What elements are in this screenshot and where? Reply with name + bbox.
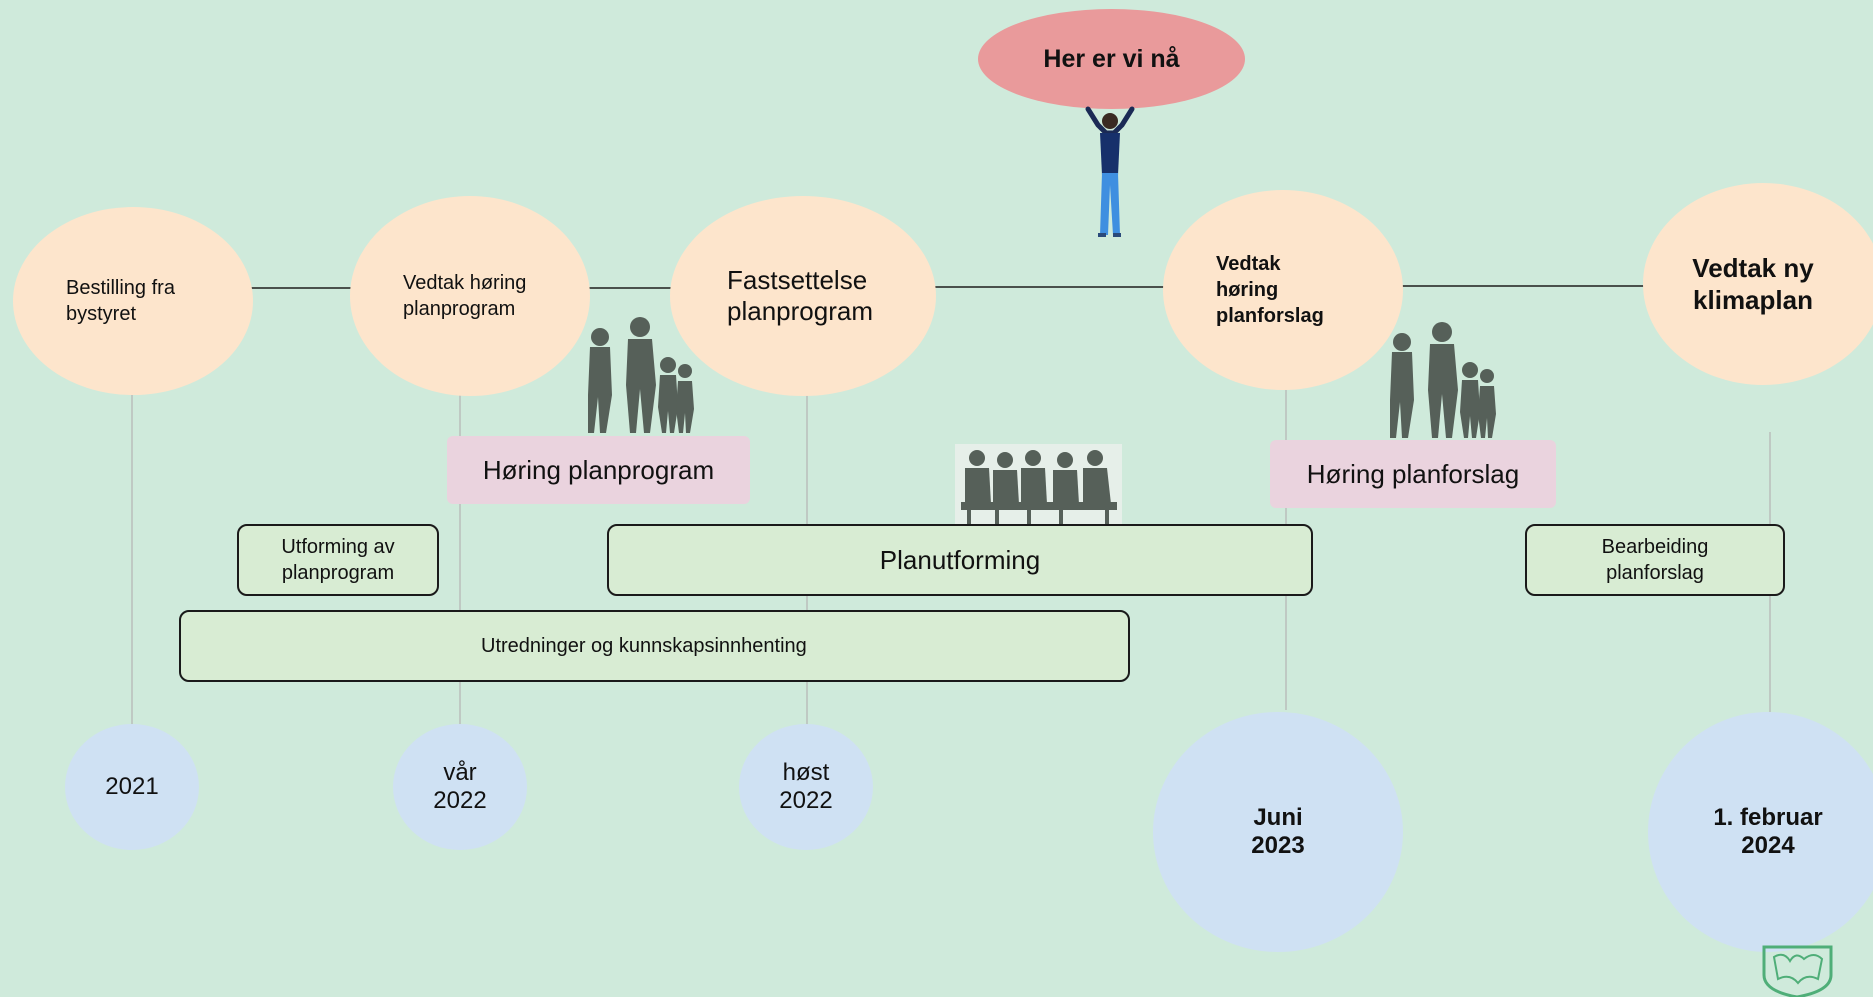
milestone-fastsettelse: Fastsettelse planprogram — [670, 196, 936, 396]
date-label: høst 2022 — [779, 759, 833, 814]
milestone-vedtak-klimaplan: Vedtak ny klimaplan — [1643, 183, 1873, 385]
phase-planutforming: Planutforming — [607, 524, 1313, 596]
timeline-segment — [935, 286, 1165, 288]
person-holding-sign-icon — [1085, 106, 1135, 237]
current-position-label: Her er vi nå — [1043, 44, 1180, 73]
hearing-label: Høring planforslag — [1306, 458, 1520, 489]
milestone-bestilling: Bestilling fra bystyret — [13, 207, 253, 395]
date-feb-2024: 1. februar 2024 — [1648, 712, 1873, 952]
phase-utredninger: Utredninger og kunnskapsinnhenting — [179, 610, 1130, 682]
phase-utforming-planprogram: Utforming av planprogram — [237, 524, 439, 596]
family-silhouette-icon — [1390, 322, 1496, 438]
date-label: 1. februar 2024 — [1713, 804, 1823, 859]
hearing-planforslag: Høring planforslag — [1270, 440, 1556, 508]
milestone-label: Vedtak ny klimaplan — [1692, 253, 1814, 315]
milestone-label: Vedtak høring planprogram — [403, 272, 527, 320]
hearing-label: Høring planprogram — [482, 454, 715, 485]
timeline-segment — [250, 287, 355, 289]
connector-var-2022 — [459, 395, 461, 725]
phase-label: Bearbeiding planforslag — [1601, 536, 1709, 584]
date-label: 2021 — [105, 773, 159, 800]
milestone-vedtak-horing-planprogram: Vedtak høring planprogram — [350, 196, 590, 396]
milestone-vedtak-horing-planforslag: Vedtak høring planforslag — [1163, 190, 1403, 390]
phase-label: Utforming av planprogram — [281, 536, 395, 584]
date-var-2022: vår 2022 — [393, 724, 527, 850]
milestone-label: Bestilling fra bystyret — [66, 277, 175, 325]
date-label: Juni 2023 — [1251, 804, 1305, 859]
milestone-label: Fastsettelse planprogram — [727, 265, 873, 326]
connector-2021 — [131, 395, 133, 725]
current-position-marker: Her er vi nå — [978, 9, 1245, 109]
date-juni-2023: Juni 2023 — [1153, 712, 1403, 952]
date-2021: 2021 — [65, 724, 199, 850]
date-host-2022: høst 2022 — [739, 724, 873, 850]
phase-bearbeiding-planforslag: Bearbeiding planforslag — [1525, 524, 1785, 596]
municipal-crest-icon — [1762, 945, 1833, 997]
timeline-segment — [585, 287, 675, 289]
family-silhouette-icon — [588, 317, 694, 433]
date-label: vår 2022 — [433, 759, 487, 814]
phase-label: Planutforming — [879, 544, 1041, 575]
meeting-silhouette-icon — [955, 444, 1122, 526]
hearing-planprogram: Høring planprogram — [447, 436, 750, 504]
timeline-segment — [1400, 285, 1645, 287]
milestone-label: Vedtak høring planforslag — [1216, 253, 1324, 327]
phase-label: Utredninger og kunnskapsinnhenting — [481, 634, 807, 657]
